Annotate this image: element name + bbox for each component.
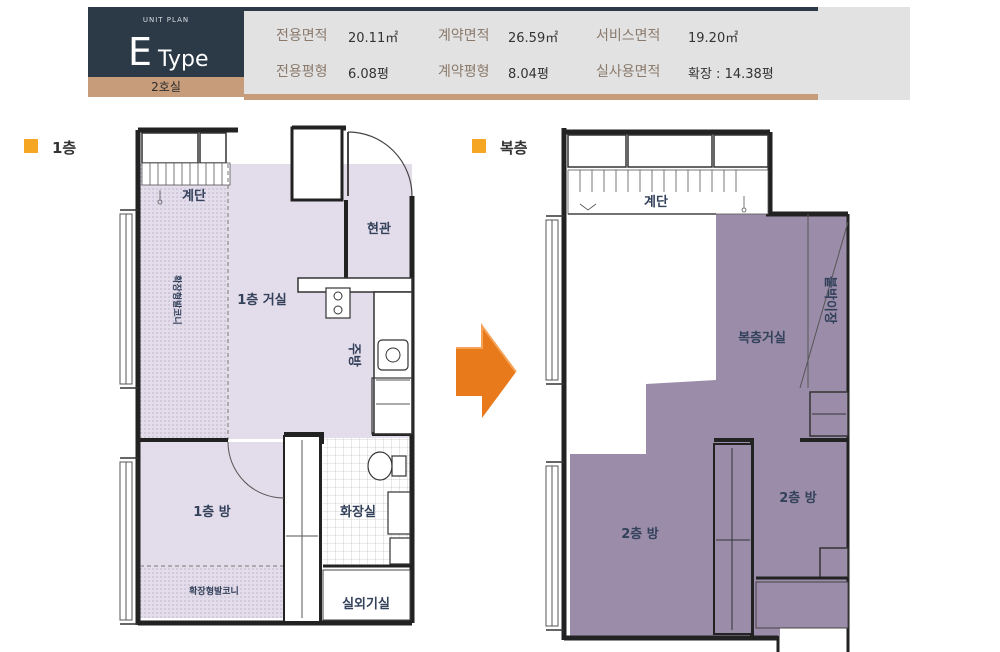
entrance-area [348,208,410,278]
bottom-balcony-area [140,568,284,618]
bathroom-label: 화장실 [340,504,376,520]
bullet-square [24,139,38,153]
cooktop-icon [325,287,351,319]
loft-stairs-label: 계단 [644,194,668,210]
kitchen-label: 주방 [346,343,362,367]
spec-panel: 전용면적 20.11㎡ 계약면적 26.59㎡ 서비스면적 19.20㎡ 전용평… [244,7,910,100]
floor1-room-label: 1층 방 [193,504,231,520]
floor1-plan: 계단 현관 1층 거실 주방 1층 방 화장실 실외기실 확장형발코니 확장형발… [119,125,415,626]
floor1-stairs-label: 계단 [182,188,206,204]
loft-room-right-label: 2층 방 [779,490,817,506]
bullet-square [472,139,486,153]
loft-plan: 계단 복층거실 붙박이장 2층 방 2층 방 [545,128,850,652]
type-word: Type [158,47,209,72]
sink-icon [377,339,409,371]
side-balcony-area [140,164,228,439]
loft-living-label: 복층거실 [738,330,786,346]
outdoor-unit-label: 실외기실 [342,596,390,612]
type-letter: E [128,30,153,74]
toilet-icon [367,451,407,481]
type-badge: UNIT PLAN E Type 2호실 [88,7,244,97]
arrow-right-icon [456,322,517,418]
side-balcony-label: 확장형발코니 [171,275,183,325]
loft-floor-area [570,214,848,636]
bottom-balcony-label: 확장형발코니 [189,585,239,597]
entrance-label: 현관 [367,221,391,237]
floor1-living-label: 1층 거실 [237,292,286,308]
loft-room-left-label: 2층 방 [621,526,659,542]
unit-label: 2호실 [88,77,244,97]
unit-plan-label: UNIT PLAN [142,16,190,24]
builtin-storage-label: 붙박이장 [822,276,838,324]
